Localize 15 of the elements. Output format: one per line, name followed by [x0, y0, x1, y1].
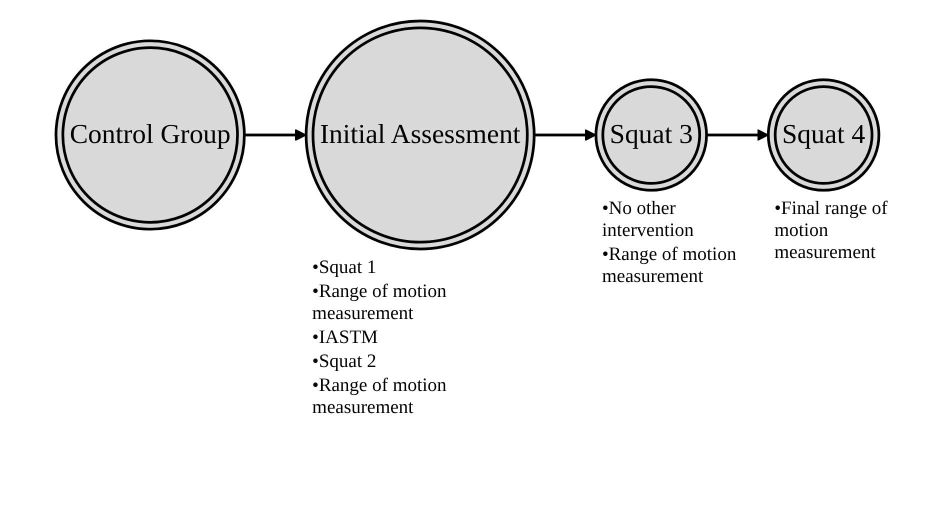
- list-item: •Squat 1: [312, 257, 378, 280]
- arrow: [706, 128, 769, 142]
- list-item: •Range of motion measurement: [312, 375, 448, 420]
- circle-node: Initial Assessment: [304, 20, 536, 250]
- list-item: •No other intervention: [602, 198, 695, 242]
- circle-node: Squat 4: [766, 78, 880, 192]
- arrow: [534, 128, 597, 142]
- arrow: [244, 128, 307, 142]
- list-item: •Final range of motion measurement: [774, 198, 889, 264]
- circle-node: Squat 3: [594, 78, 708, 192]
- list-item: •Range of motion measurement: [602, 244, 738, 288]
- circle-node: Control Group: [54, 39, 246, 231]
- list-item: •Squat 2: [312, 351, 378, 374]
- list-item: •IASTM: [312, 327, 379, 350]
- list-item: •Range of motion measurement: [312, 281, 448, 326]
